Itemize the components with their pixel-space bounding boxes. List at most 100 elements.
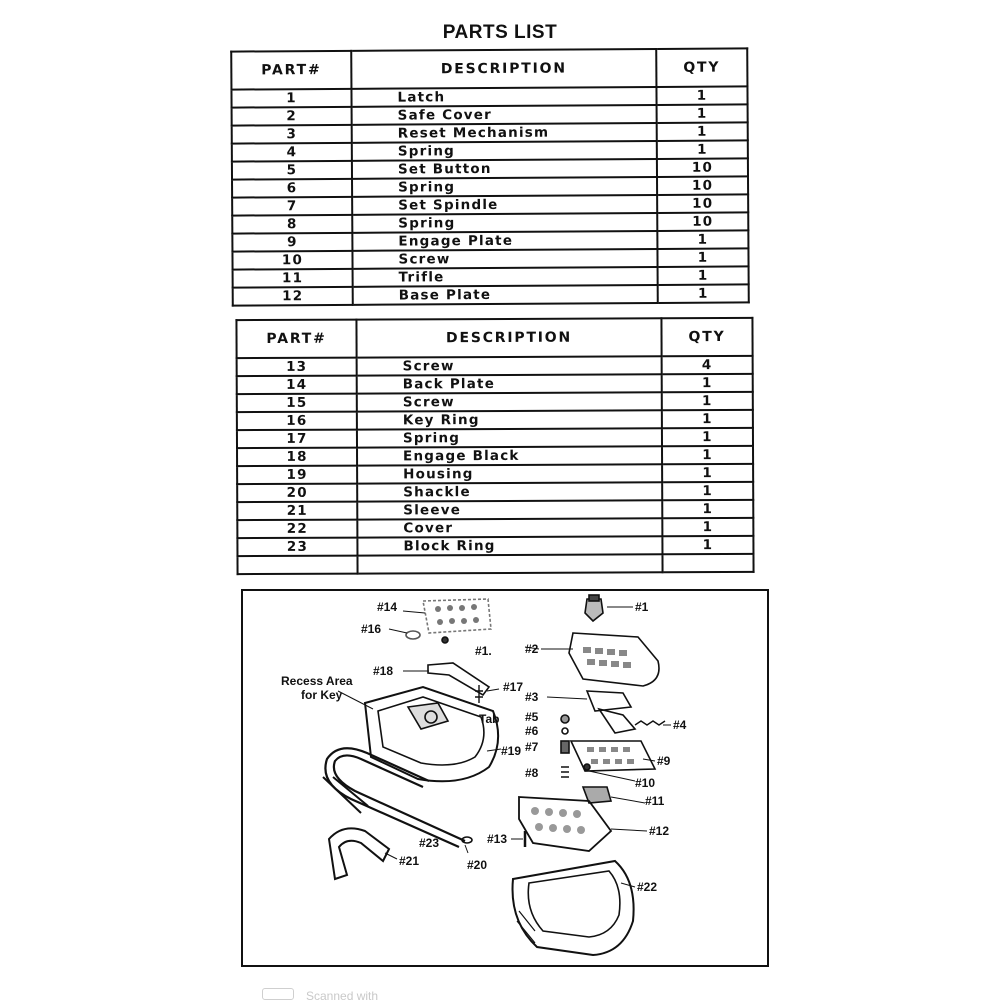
cell-description: Spring [352, 212, 658, 233]
cell-part: 16 [236, 411, 357, 431]
callout-p15: #1. [475, 644, 492, 658]
back-plate-shape [422, 598, 492, 634]
cell-description: Sleeve [357, 500, 663, 520]
header-qty: QTY [661, 317, 753, 357]
block-ring-shape [461, 836, 473, 844]
callout-p5: #5 [525, 710, 539, 724]
sleeve-shape [327, 827, 391, 881]
callout-p16: #16 [361, 622, 381, 636]
callout-p23: #23 [419, 836, 439, 850]
cell-qty: 1 [657, 230, 749, 249]
header-part: PART# [231, 50, 352, 90]
cell-qty: 1 [661, 391, 753, 411]
cell-part: 20 [237, 483, 358, 503]
latch-shape [584, 598, 604, 623]
safe-cover-shape [568, 632, 660, 687]
cell-qty: 1 [662, 445, 754, 465]
callout-p22: #22 [637, 880, 657, 894]
cell-part: 23 [237, 537, 358, 557]
cell-part: 17 [236, 429, 358, 449]
cell-description: Set Spindle [352, 194, 658, 215]
cell-qty: 10 [657, 212, 749, 231]
set-spindle-shape [560, 740, 570, 754]
cell-qty: 1 [656, 86, 748, 105]
cell-part: 21 [237, 501, 358, 521]
cell-description: Reset Mechanism [351, 122, 657, 143]
header-qty: QTY [656, 48, 748, 87]
cell-description: Back Plate [356, 374, 662, 394]
cell-description: Shackle [357, 482, 663, 502]
cell-description: Spring [352, 176, 658, 197]
cell-description: Engage Black [357, 446, 663, 466]
cell-qty: 4 [661, 355, 753, 375]
cell-description: Screw [356, 392, 662, 412]
cell-qty: 1 [657, 248, 749, 267]
scan-watermark: Scanned with [262, 988, 378, 1003]
cell-part: 15 [236, 393, 357, 413]
cell-qty: 1 [661, 427, 754, 447]
cell-qty: 1 [656, 122, 748, 141]
cell-description: Trifle [352, 266, 658, 287]
cell-qty: 1 [662, 463, 754, 483]
cell-part: 8 [232, 214, 353, 234]
callout-p11: #11 [645, 794, 665, 808]
cell-qty: 1 [656, 140, 748, 159]
housing-shape [363, 685, 500, 783]
cell-part: 14 [236, 375, 357, 395]
cell-qty: 10 [657, 194, 749, 213]
callout-p2: #2 [525, 642, 539, 656]
callout-p14: #14 [377, 600, 397, 614]
spring-4-shape [634, 720, 666, 726]
cell-qty: 10 [657, 176, 749, 195]
spring-8-shape [561, 766, 569, 778]
callout-p21: #21 [399, 854, 419, 868]
cell-qty: 1 [662, 499, 754, 519]
callout-recess2: for Key [301, 688, 343, 702]
cell-qty: 1 [661, 409, 753, 429]
cell-part: 4 [231, 142, 352, 162]
base-plate-shape [518, 796, 613, 852]
cell-description: Screw [356, 356, 662, 376]
cell-description: Base Plate [352, 284, 658, 305]
trifle-shape [581, 786, 613, 804]
camscanner-logo-icon [262, 988, 294, 1000]
screw-10-shape [583, 763, 591, 771]
cell-description: Set Button [351, 158, 658, 179]
callout-p3: #3 [525, 690, 539, 704]
cell-qty: 1 [657, 266, 749, 285]
reset-mechanism-shape [585, 690, 633, 712]
cell-qty: 1 [662, 517, 754, 537]
engage-plate-shape [569, 740, 657, 772]
callout-p12: #12 [649, 824, 669, 838]
screw-15-shape [441, 636, 449, 644]
header-description: DESCRIPTION [351, 48, 657, 89]
callout-p19: #19 [501, 744, 521, 758]
callout-p9: #9 [657, 754, 671, 768]
cell-qty: 10 [656, 158, 749, 177]
cell-qty [662, 553, 754, 573]
cell-description: Housing [357, 464, 663, 484]
callout-recess1: Recess Area [281, 674, 353, 688]
cell-description: Spring [351, 140, 657, 161]
cell-part [237, 555, 358, 575]
cell-part: 3 [231, 124, 352, 144]
spring-6-shape [561, 727, 569, 735]
cell-part: 7 [232, 196, 353, 216]
callout-p8: #8 [525, 766, 539, 780]
cell-part: 18 [237, 447, 358, 467]
callout-p17: #17 [503, 680, 523, 694]
cell-description [357, 554, 663, 574]
